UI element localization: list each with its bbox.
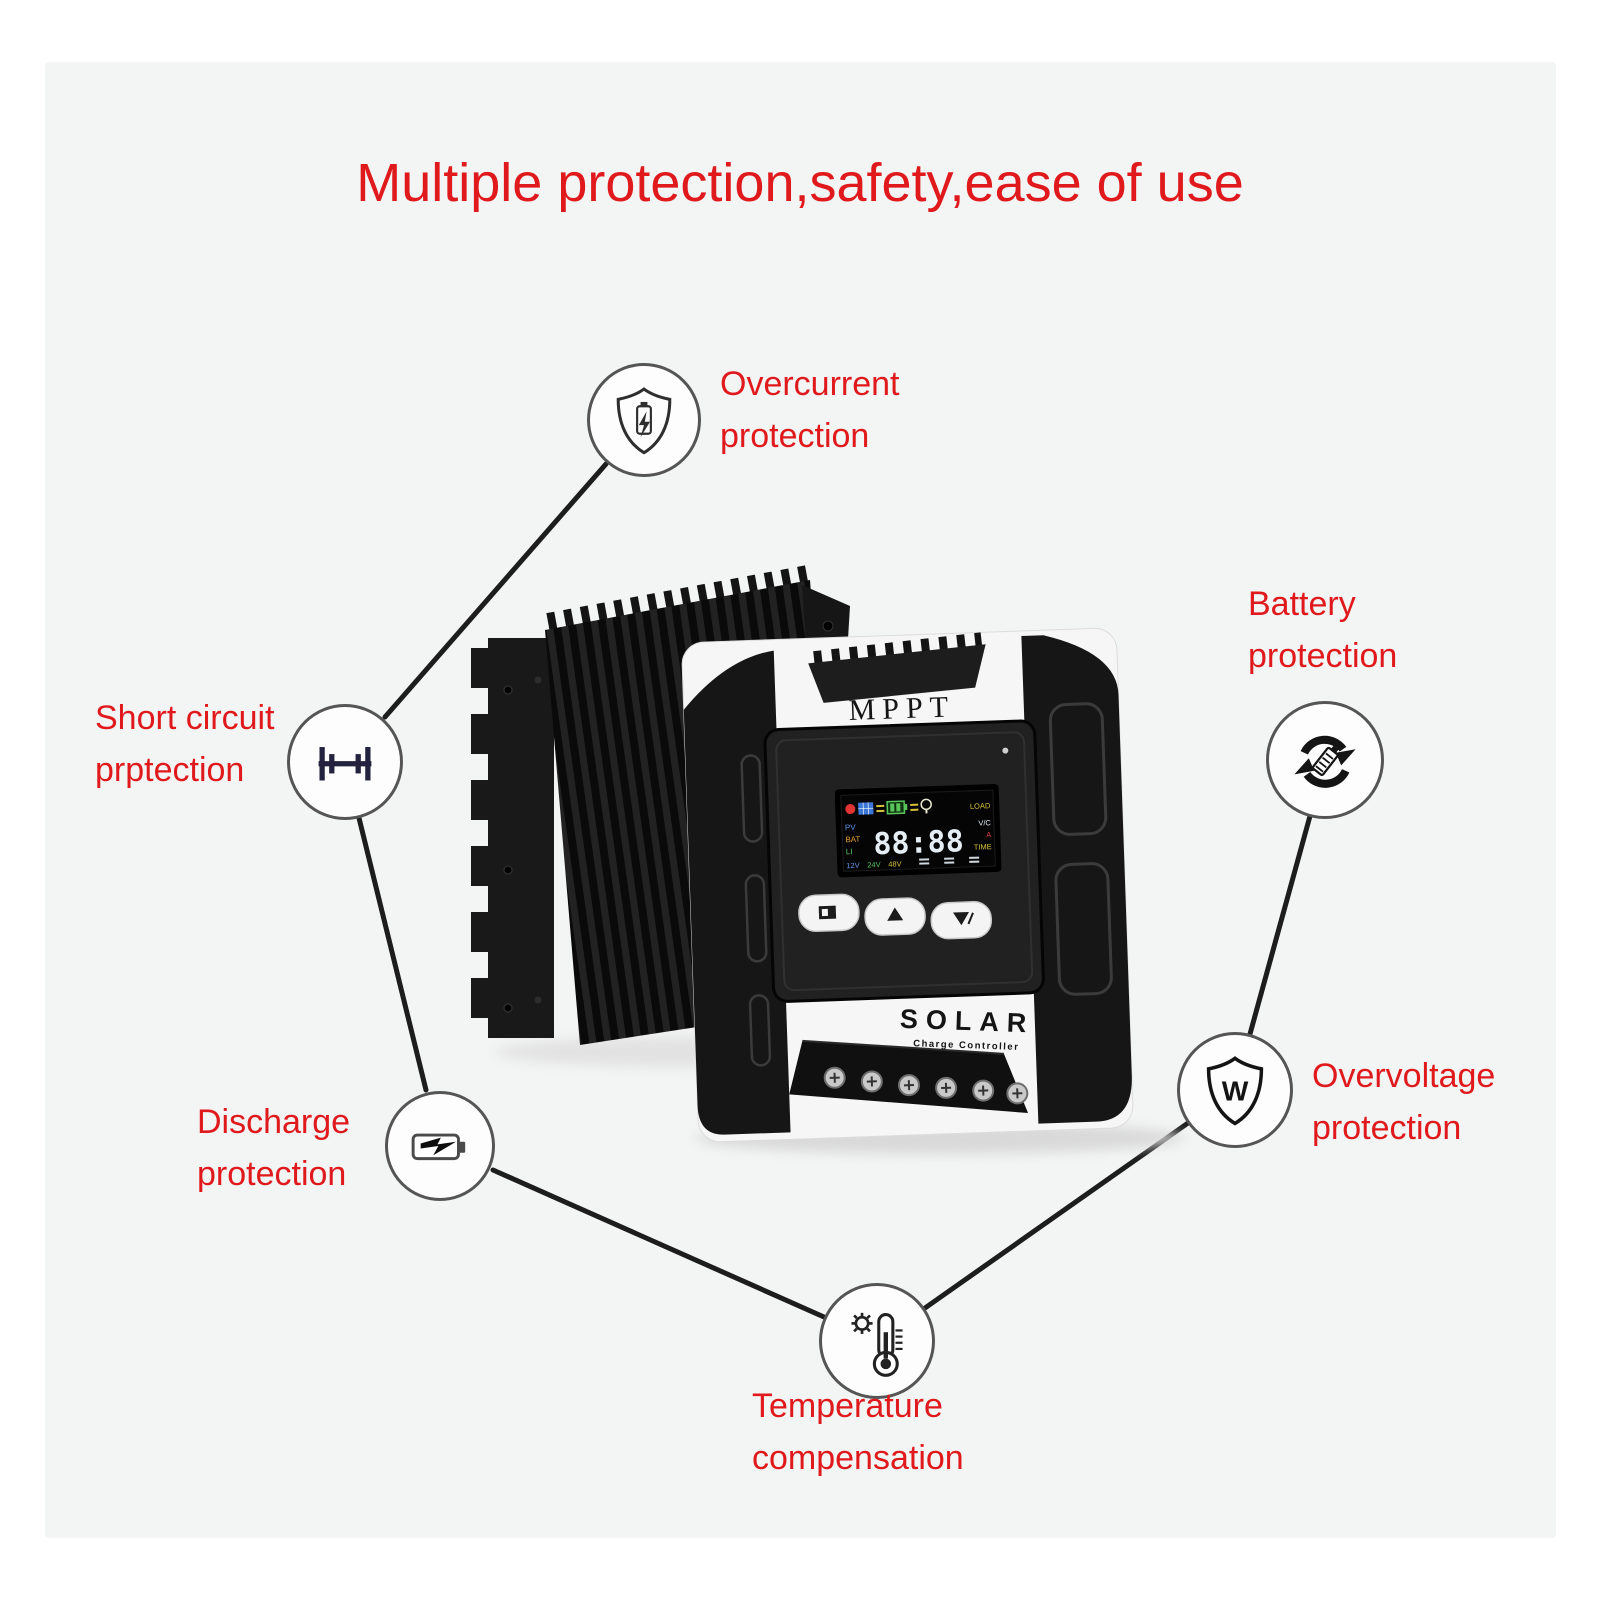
battery-recycle-arrows-icon [1294,735,1356,788]
lcd-48v-label: 48V [888,859,902,868]
feature-label-short-circuit: Short circuit prptection [95,699,275,789]
lcd-12v-label: 12V [846,861,860,870]
lcd-li-label: LI [846,847,853,856]
temperature-compensation-badge [819,1283,935,1399]
shield-w-letter: W [1222,1076,1249,1107]
feature-label-temperature: Temperature compensation [752,1387,964,1477]
overvoltage-protection-badge: W [1177,1032,1293,1148]
short-circuit-protection-badge [287,704,403,820]
battery-lightning-icon [411,1133,466,1161]
lcd-sun-icon [845,804,856,815]
lcd-load-label: LOAD [970,801,991,811]
feature-label-overvoltage: Overvoltage protection [1312,1057,1496,1147]
short-circuit-symbol-icon [318,747,372,781]
battery-protection-badge [1266,701,1384,819]
connector-shortcircuit-discharge [356,815,429,1093]
lcd-bulb-icon [920,798,932,814]
product-image: MPPT [471,565,1185,1154]
lcd-amp-label: A [986,830,991,839]
lcd-screen: LOAD PV BAT LI 88:88 V/C A TIME 12V 24V … [834,783,1002,878]
overcurrent-protection-badge [587,363,701,477]
discharge-protection-badge [385,1091,495,1201]
feature-label-discharge: Discharge protection [197,1103,351,1193]
lcd-battery-icon [886,800,908,815]
lcd-vc-label: V/C [978,818,991,827]
indicator-led [1002,747,1009,754]
shield-w-icon: W [1206,1056,1264,1126]
lcd-value: 88:88 [873,824,964,862]
shield-lightning-battery-icon [616,387,672,455]
controller-left-bumper [683,650,791,1135]
terminal-screws [823,1066,1029,1105]
lcd-time-label: TIME [974,842,992,852]
connector-discharge-temperature [490,1167,827,1320]
button-row [798,893,993,940]
lcd-24v-label: 24V [867,860,881,869]
page-title: Multiple protection,safety,ease of use [356,153,1244,213]
feature-label-overcurrent: Overcurrent protection [720,365,900,455]
brand-top-label: MPPT [848,690,955,727]
connector-overvoltage-battery [1247,813,1313,1037]
connector-temperature-overvoltage [922,1120,1191,1311]
brand-bottom-label: SOLAR [899,1004,1034,1039]
controller-unit: MPPT [681,627,1134,1143]
feature-label-battery: Battery protection [1248,585,1398,675]
lcd-bat-label: BAT [845,835,860,845]
lcd-solar-panel-icon [858,802,874,815]
lcd-pv-label: PV [845,823,857,832]
connector-overcurrent-shortcircuit [382,461,609,720]
terminal-block [789,1039,1029,1114]
thermometer-sun-icon [851,1312,903,1377]
